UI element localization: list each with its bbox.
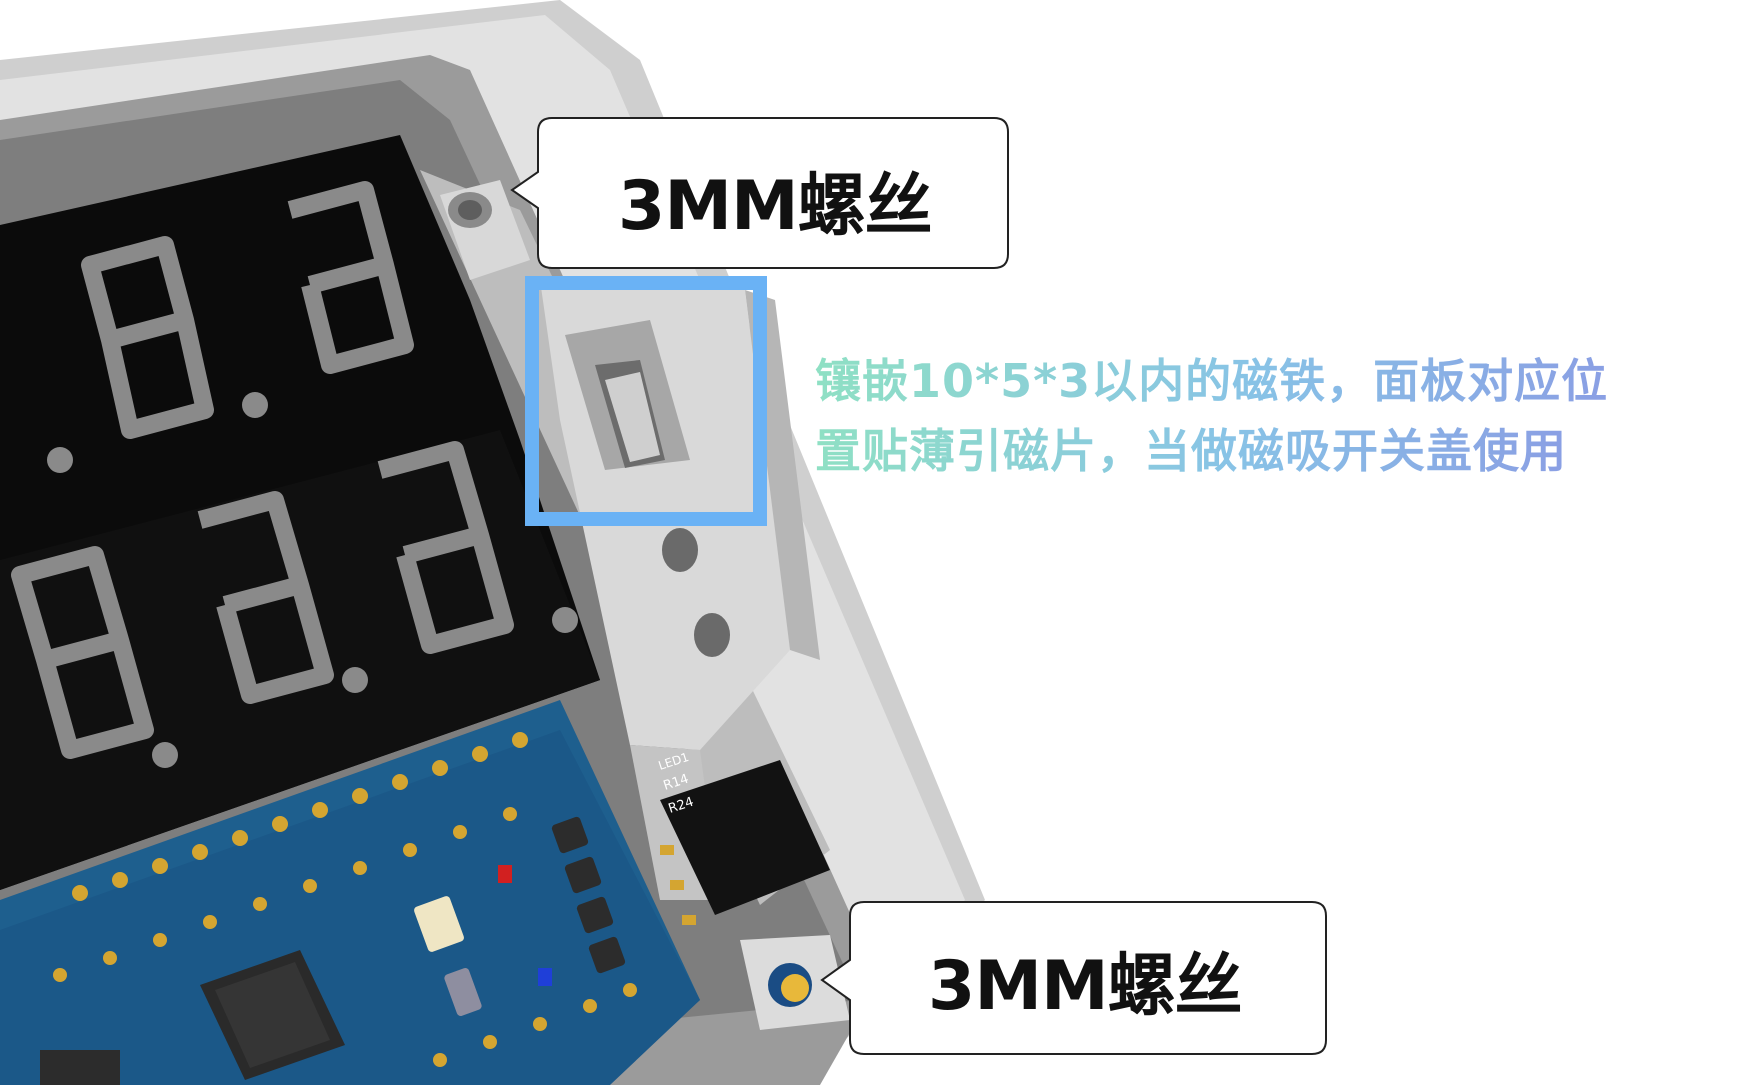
description-line-2: 置贴薄引磁片，当做磁吸开关盖使用 bbox=[815, 415, 1567, 481]
magnet-slot-highlight bbox=[525, 276, 767, 526]
pcb-board: R14 R24 LED1 bbox=[0, 700, 830, 1085]
bottom-screw-post bbox=[740, 935, 850, 1030]
seven-segment-display bbox=[0, 135, 600, 890]
callout-bottom bbox=[820, 901, 1327, 1055]
top-screw-post bbox=[440, 180, 530, 280]
callout-top-label: 3MM螺丝 bbox=[618, 167, 933, 246]
callout-bottom-label: 3MM螺丝 bbox=[928, 947, 1243, 1026]
callout-top bbox=[510, 117, 1009, 269]
description-line-1: 镶嵌10*5*3以内的磁铁，面板对应位 bbox=[815, 345, 1608, 411]
